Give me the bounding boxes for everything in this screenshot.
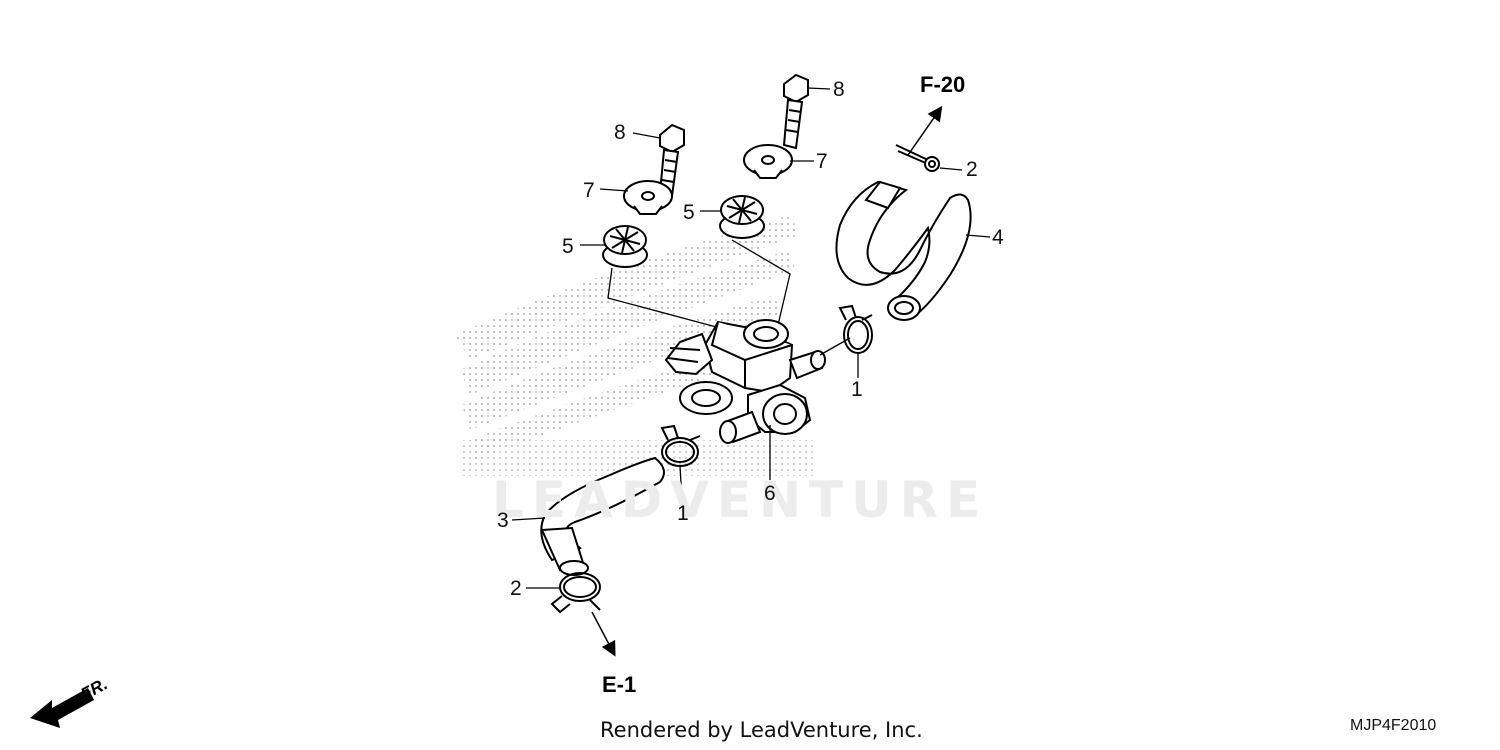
callout-8-right: 8	[833, 78, 845, 101]
hose-clip-upper	[895, 144, 940, 172]
rendered-by-credit: Rendered by LeadVenture, Inc.	[600, 718, 923, 742]
callout-7-left: 7	[583, 179, 595, 202]
callout-5-left: 5	[562, 235, 574, 258]
front-direction-arrow	[30, 688, 94, 728]
hose-lower	[540, 456, 665, 576]
reference-arrows	[591, 105, 943, 657]
reference-label-down: E-1	[602, 672, 637, 697]
washer-left	[623, 180, 673, 215]
callout-leaders	[511, 87, 991, 589]
callout-5-right: 5	[683, 201, 695, 224]
honda-wing-watermark	[455, 215, 817, 476]
reference-label-up: F-20	[920, 72, 966, 97]
grommet-right	[719, 195, 765, 239]
watermark-text: LEADVENTURE	[492, 471, 989, 529]
callout-1-lower: 1	[677, 502, 689, 525]
callout-6: 6	[764, 482, 776, 505]
assembly-guide-lines	[607, 239, 791, 329]
grommet-left	[602, 225, 648, 268]
bolt-right	[782, 73, 809, 150]
hose-upper	[835, 180, 972, 321]
callout-2-lower: 2	[510, 577, 522, 600]
callout-2-upper: 2	[966, 158, 978, 181]
callout-1-right: 1	[851, 378, 863, 401]
callout-4: 4	[992, 226, 1004, 249]
diagram-code: MJP4F2010	[1350, 717, 1437, 734]
washer-right	[743, 144, 793, 179]
hose-clamp-right	[838, 304, 873, 354]
hose-clamp-bottom	[550, 572, 601, 614]
callout-8-left: 8	[614, 121, 626, 144]
air-injection-valve	[664, 319, 826, 444]
callout-3: 3	[497, 509, 509, 532]
callout-7-right: 7	[816, 150, 828, 173]
